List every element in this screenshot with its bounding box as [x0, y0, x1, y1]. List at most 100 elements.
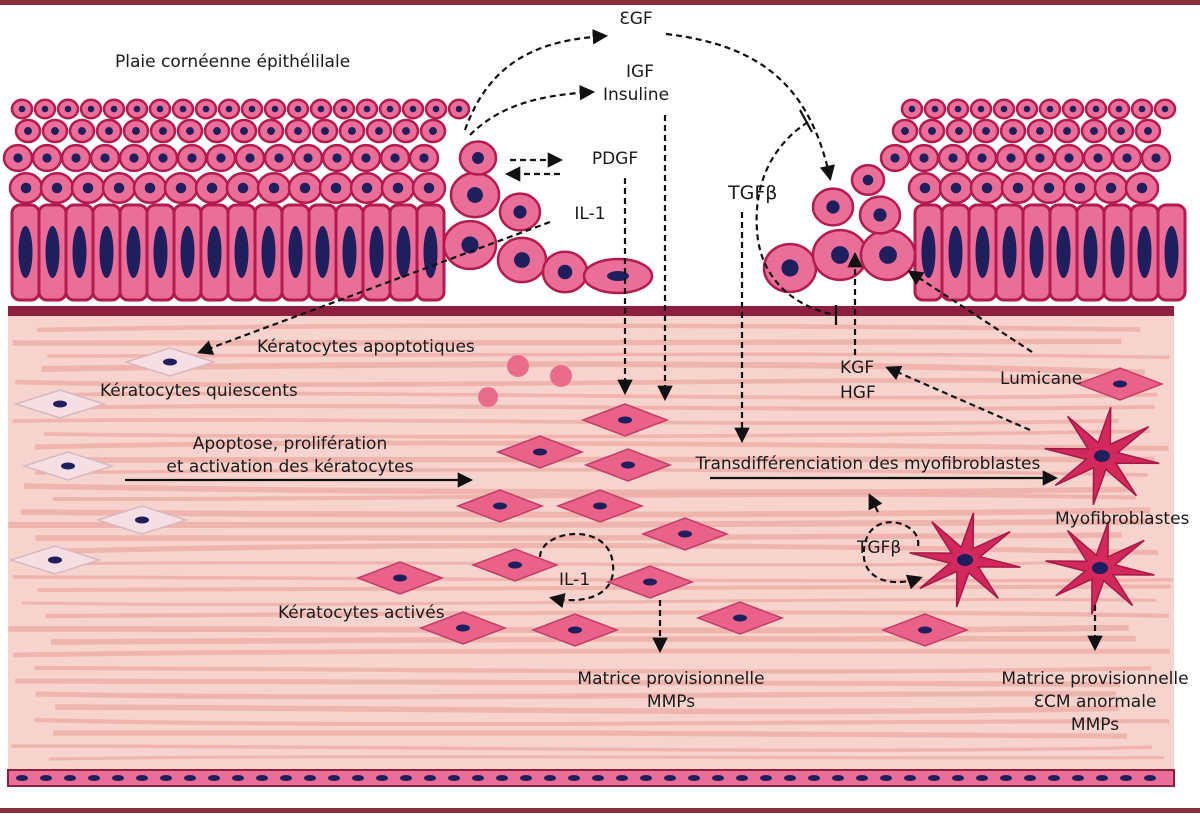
wing-nucleus	[361, 182, 373, 194]
basal-nucleus	[948, 226, 963, 278]
collagen-fiber	[15, 678, 1121, 687]
wing-nucleus	[156, 105, 164, 113]
wing-nucleus	[1136, 182, 1148, 194]
quiescent-keratocyte-nucleus	[61, 462, 75, 470]
wing-nucleus	[1074, 182, 1086, 194]
wing-nucleus	[432, 105, 440, 113]
wing-nucleus	[513, 205, 527, 219]
arrow-igf-out	[469, 85, 596, 136]
wing-nucleus	[831, 246, 849, 264]
wing-nucleus	[113, 182, 125, 194]
wing-nucleus	[1009, 127, 1017, 135]
wing-nucleus	[1115, 105, 1123, 113]
label-igf: IGF	[626, 62, 654, 82]
collagen-fiber	[34, 717, 1170, 727]
endothelial-nucleus	[904, 775, 916, 781]
label-hgf: HGF	[840, 383, 876, 403]
wing-nucleus	[919, 182, 931, 194]
label-keratocytes-quiescents: Kératocytes quiescents	[100, 381, 298, 401]
arrows	[125, 29, 1103, 654]
wing-nucleus	[955, 127, 963, 135]
wing-nucleus	[24, 127, 32, 135]
collagen-fiber	[47, 352, 1170, 360]
wing-nucleus	[274, 153, 284, 163]
activated-keratocyte-nucleus	[493, 502, 507, 510]
collagen-fiber	[37, 584, 1171, 593]
collagen-fiber	[40, 404, 1155, 411]
endothelial-nucleus	[1120, 775, 1132, 781]
label-il1-loop: IL-1	[559, 570, 590, 590]
wing-nucleus	[64, 105, 72, 113]
endothelial-nucleus	[784, 775, 796, 781]
endothelial-nucleus	[856, 775, 868, 781]
label-matrice-2-line2: ƐCM anormale	[1034, 692, 1157, 712]
wing-nucleus	[879, 246, 897, 264]
wing-nucleus	[159, 127, 167, 135]
basal-nucleus	[45, 226, 60, 278]
apoptotic-body	[478, 387, 498, 407]
wing-nucleus	[332, 153, 342, 163]
arrow-egf-to-right	[665, 32, 835, 182]
wing-nucleus	[472, 152, 484, 164]
endothelial-nucleus	[952, 775, 964, 781]
wing-nucleus	[186, 127, 194, 135]
collagen-fiber	[12, 648, 1170, 658]
basal-nucleus	[315, 226, 330, 278]
arrow-tgfb-loop	[862, 521, 923, 590]
wing-nucleus	[158, 153, 168, 163]
epithelium-right	[762, 98, 1187, 302]
arrow-il1-to-quiescent	[197, 220, 551, 355]
label-kgf: KGF	[840, 358, 874, 378]
wing-nucleus	[890, 153, 900, 163]
collagen-fiber	[48, 755, 1164, 761]
diagram-title: Plaie cornéenne épithélilale	[115, 52, 350, 72]
stromal-cells	[8, 347, 1165, 647]
wing-nucleus	[781, 259, 799, 277]
wing-nucleus	[386, 105, 394, 113]
wing-nucleus	[1092, 105, 1100, 113]
label-matrice-1-line1: Matrice provisionnelle	[577, 669, 764, 689]
basal-nucleus	[342, 226, 357, 278]
activated-keratocyte-nucleus	[918, 626, 932, 634]
wing-nucleus	[1012, 182, 1024, 194]
endothelial-nucleus	[424, 775, 436, 781]
basal-nucleus	[72, 226, 87, 278]
arrow-myofib-to-kgf	[885, 365, 1031, 432]
collagen-fiber	[34, 440, 1169, 451]
endothelial-nucleus	[376, 775, 388, 781]
wing-nucleus	[268, 182, 280, 194]
endothelial-nucleus	[976, 775, 988, 781]
basal-nucleus	[1029, 226, 1044, 278]
wing-nucleus	[954, 105, 962, 113]
endothelial-nucleus	[928, 775, 940, 781]
endothelial-nucleus	[160, 775, 172, 781]
wing-nucleus	[982, 127, 990, 135]
apoptotic-body	[550, 365, 572, 387]
wing-nucleus	[1036, 127, 1044, 135]
wing-nucleus	[110, 105, 118, 113]
wing-nucleus	[317, 105, 325, 113]
basal-nucleus	[180, 226, 195, 278]
wing-nucleus	[1117, 127, 1125, 135]
wing-nucleus	[429, 127, 437, 135]
myofibroblast-nucleus	[1094, 450, 1110, 462]
endothelial-nucleus	[448, 775, 460, 781]
wing-nucleus	[51, 182, 63, 194]
endothelial-nucleus	[112, 775, 124, 781]
collagen-fiber	[12, 575, 1173, 583]
activated-keratocyte-nucleus	[508, 561, 522, 569]
endothelial-nucleus	[520, 775, 532, 781]
endothelial-nucleus	[664, 775, 676, 781]
wing-nucleus	[13, 153, 23, 163]
endothelial-nucleus	[64, 775, 76, 781]
wing-nucleus	[826, 200, 840, 214]
top-frame-line	[0, 0, 1200, 5]
endothelial-nucleus	[136, 775, 148, 781]
basal-nucleus	[1083, 226, 1098, 278]
basal-nucleus	[18, 226, 33, 278]
wing-nucleus	[908, 105, 916, 113]
label-keratocytes-apoptotiques: Kératocytes apoptotiques	[257, 337, 475, 357]
wing-nucleus	[78, 127, 86, 135]
wing-nucleus	[419, 153, 429, 163]
wing-nucleus	[41, 105, 49, 113]
